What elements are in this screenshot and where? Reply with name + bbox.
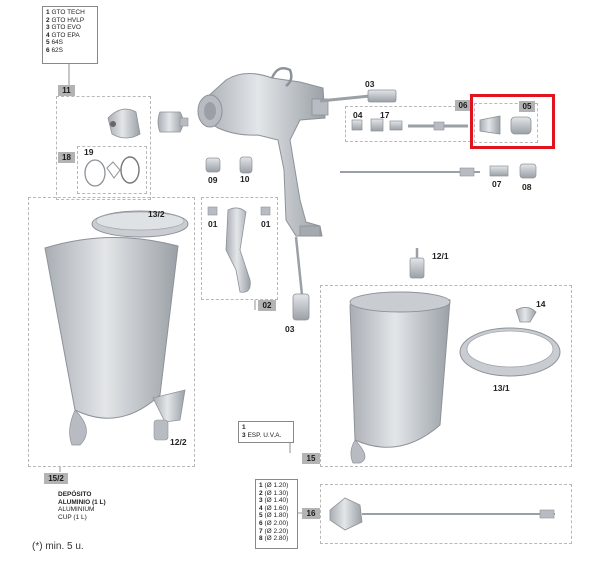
gun-model-1: 1 GTO TECH (46, 9, 85, 16)
part-label-14: 14 (536, 299, 546, 309)
cup-caption-line3: ALUMINIUM (58, 506, 95, 514)
part-label-07: 07 (492, 179, 502, 189)
group-16-outline (320, 484, 572, 544)
nozzle-size-1: 1 (Ø 1.20) (259, 482, 289, 489)
group-tag-15-2: 15/2 (44, 473, 68, 484)
needle-icon (340, 163, 537, 179)
gun-model-5: 5 64S (46, 39, 64, 47)
air-valve-icon (292, 236, 310, 321)
part-label-12-1: 12/1 (432, 251, 449, 261)
nozzle-icon (479, 115, 532, 135)
spacer-item-1: 1 (242, 424, 246, 431)
selected-part-highlight[interactable] (470, 94, 555, 149)
part-label-19: 19 (84, 147, 94, 157)
group-11-outline (56, 96, 151, 200)
spacer-list: 1 3 ESP. U.V.A. (238, 421, 294, 443)
part-label-13-1: 13/1 (493, 383, 510, 393)
gun-model-4: 4 GTO EPA (46, 31, 80, 39)
group-tag-15: 15 (302, 453, 320, 464)
group-cup-left-outline (28, 197, 195, 467)
part-label-08: 08 (522, 182, 532, 192)
spacer-item-3: 3 ESP. U.V.A. (242, 431, 282, 439)
gun-model-3: 3 GTO EVO (46, 24, 81, 32)
nozzle-size-4: 4 (Ø 1.60) (259, 504, 289, 512)
footnote: (*) min. 5 u. (32, 541, 84, 552)
group-cup-right-outline (320, 285, 572, 467)
part-label-04: 04 (353, 110, 363, 120)
nozzle-size-8: 8 (Ø 2.80) (259, 535, 289, 543)
part-label-17: 17 (380, 110, 390, 120)
group-tag-06: 06 (455, 100, 471, 111)
nozzle-size-list: 1 (Ø 1.20) 2 (Ø 1.30) 3 (Ø 1.40) 4 (Ø 1.… (255, 479, 298, 549)
part-label-13-2: 13/2 (148, 209, 165, 219)
group-tag-11: 11 (58, 85, 75, 96)
part-label-01-right: 01 (261, 219, 271, 229)
fitting-icon (205, 156, 253, 174)
fluid-adjust-icon (319, 89, 397, 103)
nozzle-size-6: 6 (Ø 2.00) (259, 519, 289, 527)
group-05-outline (474, 103, 538, 143)
nozzle-kit-icon (329, 497, 555, 531)
gun-model-6: 6 62S (46, 46, 64, 54)
cup-caption-line2: ALUMINIO (1 L) (58, 498, 106, 506)
spray-gun-body-icon (197, 67, 329, 237)
seal-ring-icon (84, 156, 140, 187)
group-tag-18: 18 (58, 152, 75, 163)
group-tag-05: 05 (519, 101, 535, 112)
trigger-icon (207, 206, 271, 293)
air-cap-icon (107, 108, 189, 139)
group-tag-16: 16 (302, 508, 320, 519)
group-18-outline (77, 146, 147, 194)
part-label-01-left: 01 (208, 219, 218, 229)
left-cup-icon (44, 210, 189, 446)
part-label-09: 09 (208, 175, 218, 185)
needle-kit-icon (351, 118, 468, 132)
cup-caption: DEPÓSITO ALUMINIO (1 L) ALUMINIUM CUP (1… (58, 491, 106, 521)
cup-caption-line1: DEPÓSITO (58, 491, 92, 498)
nozzle-size-5: 5 (Ø 1.80) (259, 512, 289, 520)
gun-model-2: 2 GTO HVLP (46, 16, 85, 24)
part-label-03-bottom: 03 (285, 324, 295, 334)
gun-models-list: 1 GTO TECH 2 GTO HVLP 3 GTO EVO 4 GTO EP… (42, 6, 98, 64)
nozzle-size-2: 2 (Ø 1.30) (259, 489, 289, 497)
nozzle-size-3: 3 (Ø 1.40) (259, 497, 289, 505)
right-cup-icon (349, 248, 561, 464)
cup-caption-line4: CUP (1 L) (58, 513, 87, 521)
part-label-10: 10 (240, 174, 250, 184)
group-02-outline (201, 197, 278, 300)
part-label-12-2: 12/2 (170, 437, 187, 447)
part-label-03-top: 03 (365, 79, 375, 89)
group-tag-02: 02 (258, 300, 276, 311)
nozzle-size-7: 7 (Ø 2.20) (259, 527, 289, 535)
